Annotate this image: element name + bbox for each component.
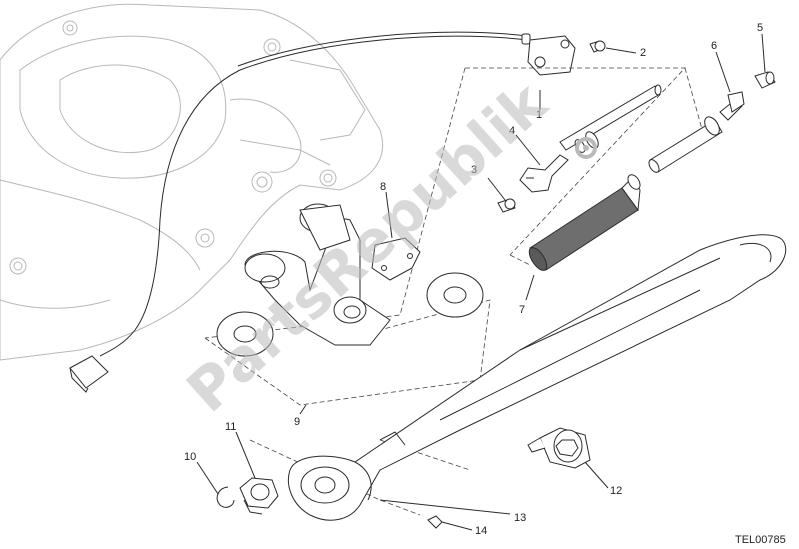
callout-5: 5: [757, 22, 763, 34]
callout-12: 12: [610, 485, 622, 497]
nut-part-11: [239, 477, 279, 515]
washer-left: [216, 311, 274, 357]
drawing-code: TEL00785: [735, 534, 786, 546]
callout-14: 14: [475, 525, 487, 537]
callout-10: 10: [184, 451, 196, 463]
engine-crankcase-outline: [0, 3, 384, 361]
pivot-rod: [559, 84, 662, 153]
side-stand-switch-cable: [69, 31, 531, 393]
callout-1: 1: [536, 109, 542, 121]
callout-2: 2: [640, 47, 646, 59]
side-stand-switch: [527, 35, 576, 76]
callout-7: 7: [519, 304, 525, 316]
return-spring-part-7: [528, 174, 641, 271]
callout-3: 3: [471, 164, 477, 176]
bracket-plate-part-8: [371, 237, 421, 281]
callout-leaders: [196, 33, 766, 531]
spring-clip-part-4: [519, 154, 569, 193]
stand-bracket-part-9: [244, 203, 391, 346]
screw-part-14: [427, 515, 443, 529]
bolt-part-3: [497, 198, 516, 213]
callout-6: 6: [711, 40, 717, 52]
gear-icon: [575, 137, 597, 159]
callout-13: 13: [514, 512, 526, 524]
callout-9: 9: [294, 416, 300, 428]
callout-labels: 1 2 3 4 5 6 7 8 9 10 11 12 13 14: [184, 22, 763, 537]
bolt-part-12: [527, 427, 591, 469]
rod-part-6: [648, 91, 745, 173]
circlip-part-10: [216, 486, 235, 508]
washer-right: [426, 272, 484, 318]
callout-8: 8: [380, 181, 386, 193]
nut-part-5: [754, 71, 776, 89]
callout-4: 4: [509, 125, 515, 137]
callout-11: 11: [225, 421, 236, 433]
screw-part-2: [589, 40, 606, 53]
side-stand-leg-part-13: [287, 234, 787, 521]
